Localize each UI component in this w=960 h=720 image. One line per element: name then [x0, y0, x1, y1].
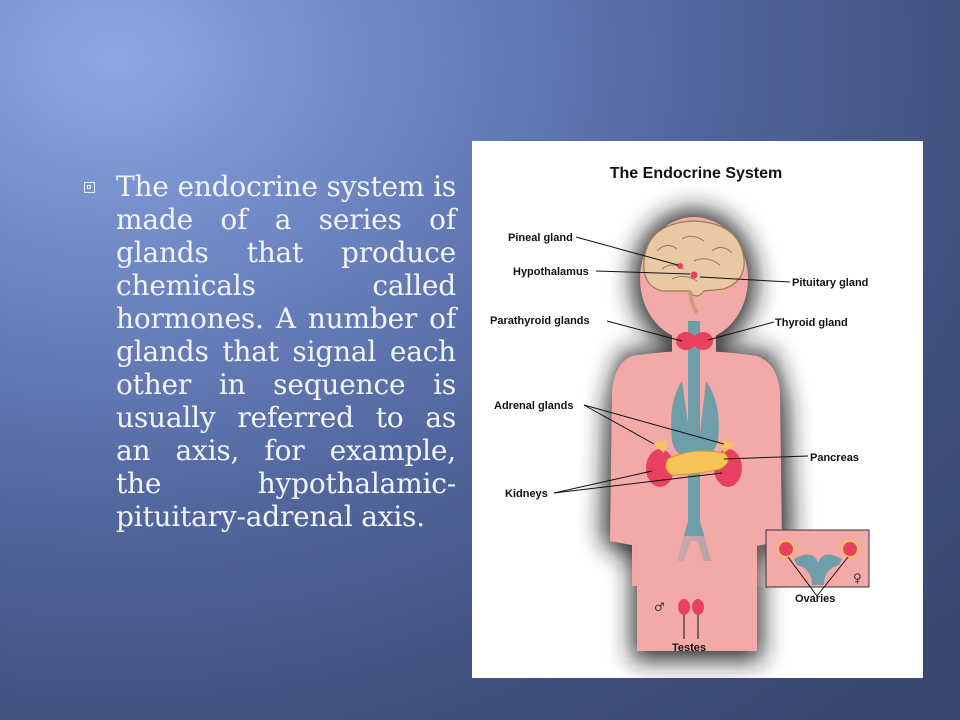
- pituitary-gland: [690, 271, 698, 279]
- leader-lines: [553, 236, 849, 639]
- label-pineal-gland: Pineal gland: [508, 232, 573, 244]
- label-ovaries: Ovaries: [795, 593, 835, 605]
- label-kidneys: Kidneys: [505, 488, 548, 500]
- square-bullet-icon: [84, 182, 95, 193]
- label-thyroid-gland: Thyroid gland: [775, 317, 848, 329]
- label-parathyroid-glands: Parathyroid glands: [490, 315, 590, 327]
- female-symbol: ♀: [853, 571, 862, 585]
- pineal-gland: [677, 263, 683, 269]
- testes: [678, 599, 704, 615]
- male-symbol: ♂: [654, 600, 665, 614]
- pancreas: [665, 450, 729, 476]
- label-hypothalamus: Hypothalamus: [513, 266, 589, 278]
- brain: [643, 220, 745, 315]
- label-testes: Testes: [672, 642, 706, 654]
- label-adrenal-glands: Adrenal glands: [494, 400, 573, 412]
- endocrine-diagram: The Endocrine System: [472, 141, 923, 678]
- label-pituitary-gland: Pituitary gland: [792, 277, 868, 289]
- bullet-item: The endocrine system is made of a series…: [84, 170, 456, 533]
- endocrine-diagram-svg: The Endocrine System: [490, 165, 870, 661]
- label-pancreas: Pancreas: [810, 452, 859, 464]
- thyroid-gland: [676, 332, 713, 350]
- ovaries-inset: [632, 529, 870, 588]
- diagram-title: The Endocrine System: [610, 165, 783, 182]
- bullet-text: The endocrine system is made of a series…: [116, 170, 456, 533]
